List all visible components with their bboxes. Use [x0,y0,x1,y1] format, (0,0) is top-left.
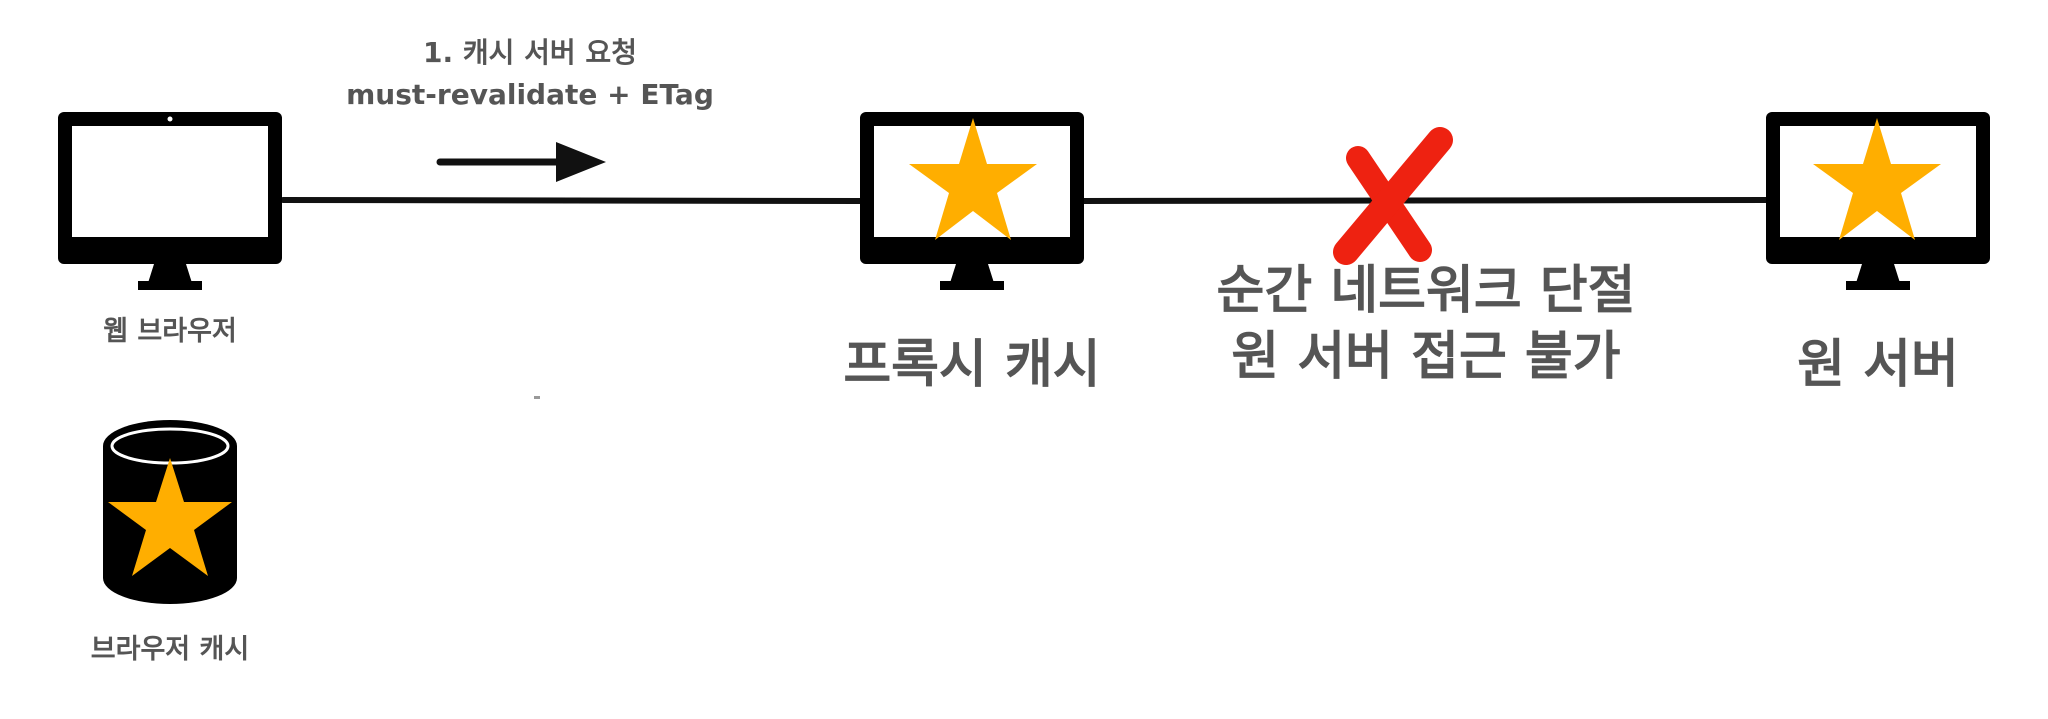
origin-monitor-icon [1766,112,1990,290]
browser-label: 웹 브라우저 [103,316,237,347]
request-step-label: 1. 캐시 서버 요청 [423,36,637,69]
request-directives-label: must-revalidate + ETag [346,78,714,111]
origin-unreachable-label: 원 서버 접근 불가 [1231,327,1621,387]
star-icon [108,458,232,576]
arrow-right-icon [436,142,606,182]
star-icon [1813,118,1941,240]
origin-server-label: 원 서버 [1797,335,1959,395]
browser-cache-label: 브라우저 캐시 [90,634,250,665]
database-icon [103,420,237,604]
proxy-monitor-icon [860,112,1084,290]
proxy-cache-label: 프록시 캐시 [843,335,1101,395]
stray-mark [534,396,540,399]
network-line [280,197,1771,204]
failure-label: 순간 네트워크 단절 원 서버 접근 불가 [1176,258,1676,390]
network-disconnect-label: 순간 네트워크 단절 [1216,261,1636,321]
browser-monitor-icon [58,112,282,290]
cross-icon [1333,127,1453,265]
star-icon [909,118,1037,240]
request-label: 1. 캐시 서버 요청 must-revalidate + ETag [330,32,730,116]
